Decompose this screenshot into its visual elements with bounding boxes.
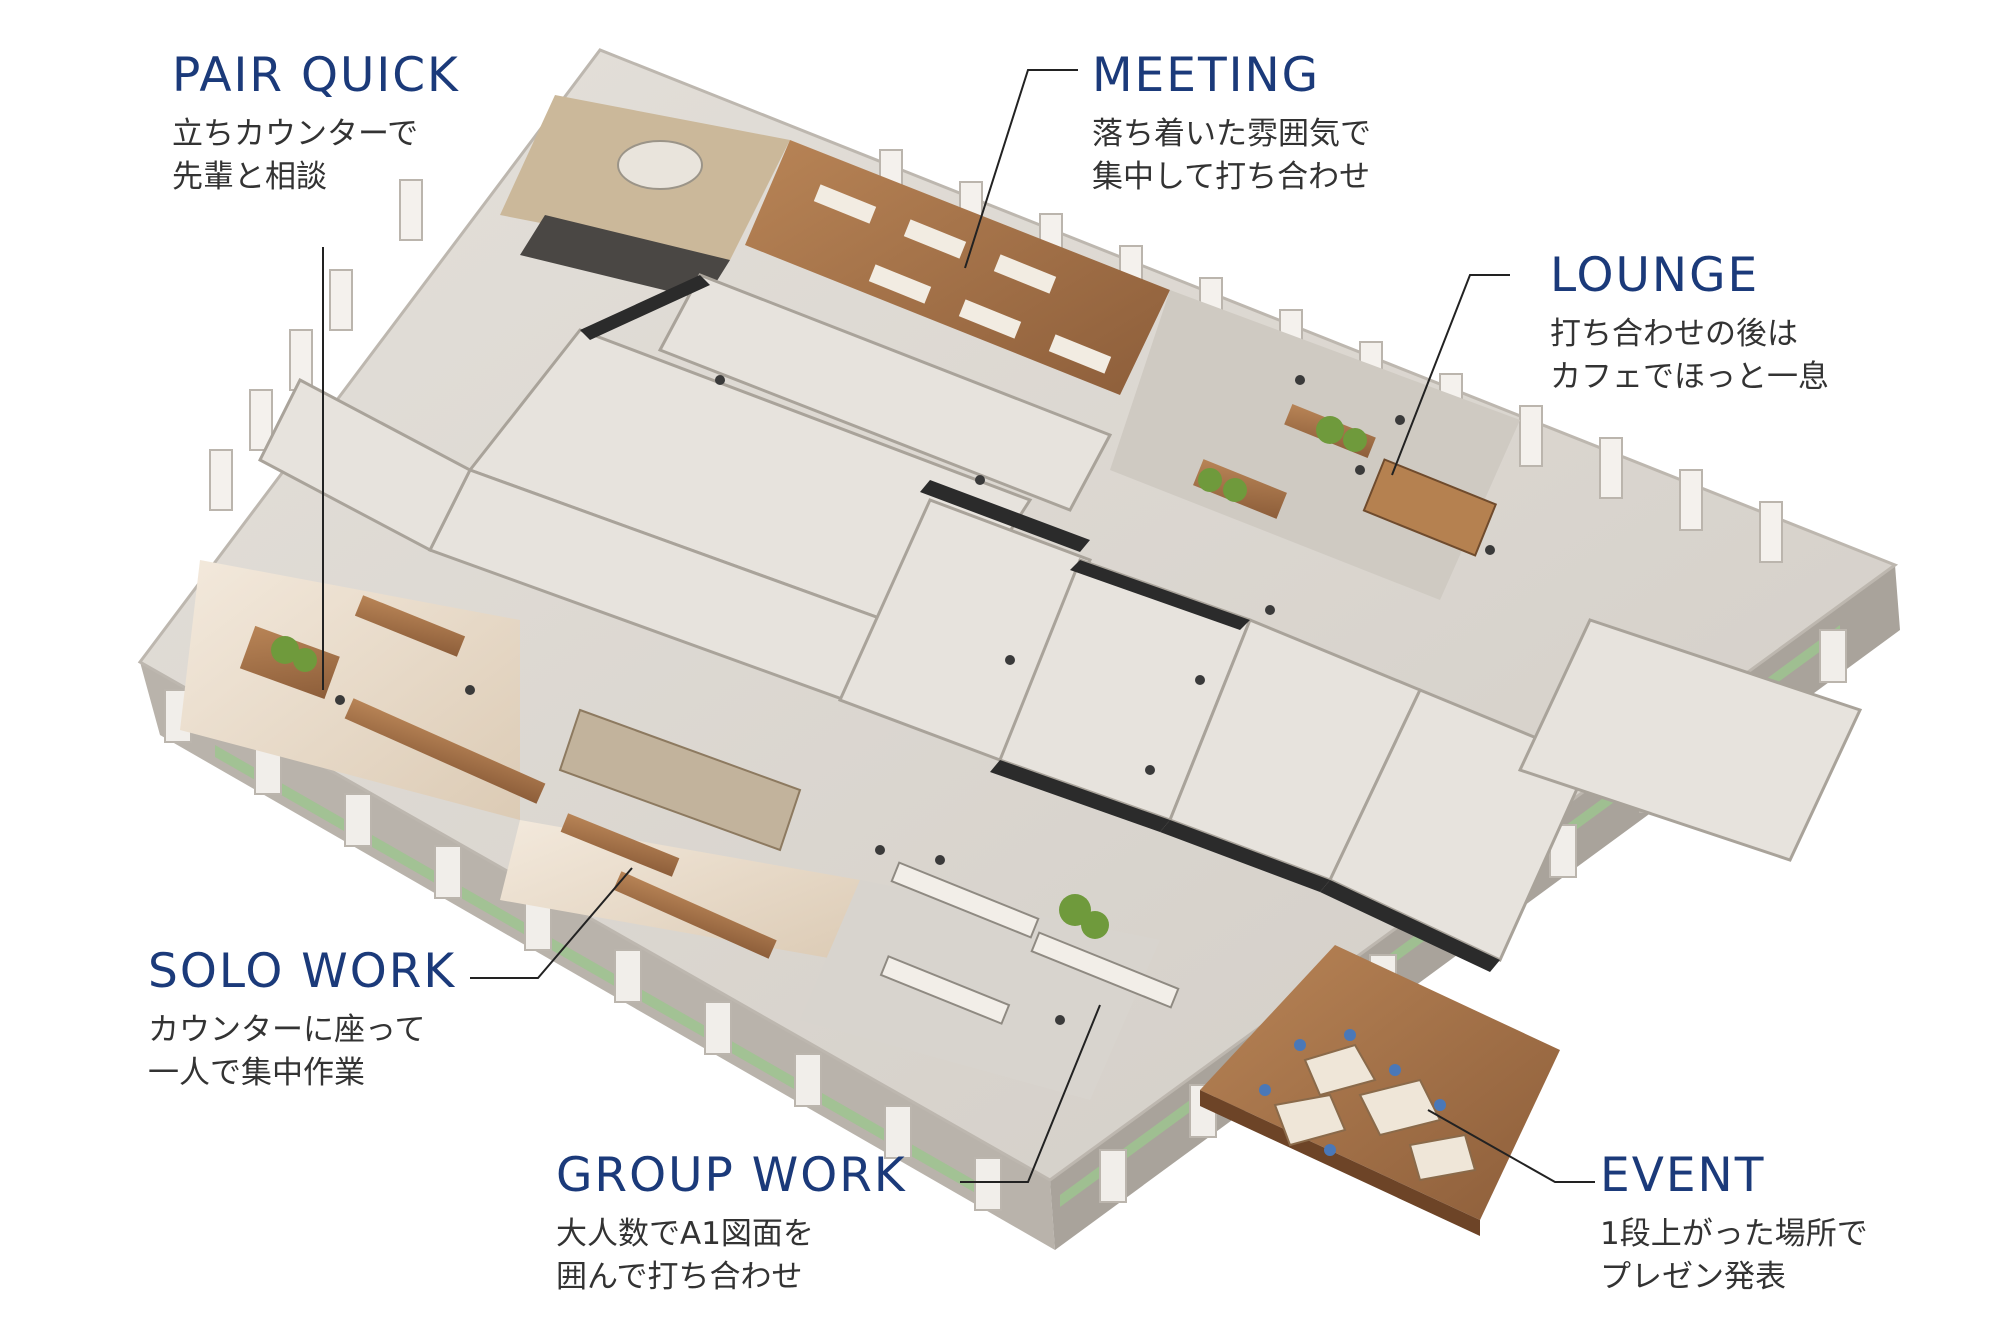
event-area <box>1200 945 1560 1236</box>
callout-title: MEETING <box>1092 48 1321 103</box>
callout-meeting: MEETING 落ち着いた雰囲気で 集中して打ち合わせ <box>1092 52 1371 199</box>
callout-line: カウンターに座って <box>148 1012 426 1048</box>
callout-pair-quick: PAIR QUICK 立ちカウンターで 先輩と相談 <box>172 52 460 199</box>
pair-quick-area <box>180 560 546 820</box>
callout-lounge: LOUNGE 打ち合わせの後は カフェでほっと一息 <box>1550 252 1829 399</box>
leader-solo-work <box>470 867 633 979</box>
callout-text: 立ちカウンターで 先輩と相談 <box>172 113 460 199</box>
leader-group-work <box>960 1004 1101 1183</box>
callout-text: 打ち合わせの後は カフェでほっと一息 <box>1550 313 1829 399</box>
callout-line: 大人数でA1図面を <box>556 1216 814 1252</box>
leader-meeting <box>964 69 1078 269</box>
callout-line: 一人で集中作業 <box>148 1055 365 1091</box>
callout-line: 囲んで打ち合わせ <box>556 1259 803 1295</box>
meeting-area <box>745 140 1170 395</box>
callout-line: 打ち合わせの後は <box>1550 316 1798 352</box>
wall-caps <box>580 275 1500 972</box>
round-meeting-room <box>500 95 790 300</box>
callout-line: 集中して打ち合わせ <box>1092 159 1371 195</box>
room-blocks <box>258 273 1863 963</box>
callout-title: SOLO WORK <box>148 944 457 999</box>
people <box>335 375 1495 1025</box>
callout-line: 落ち着いた雰囲気で <box>1092 116 1371 152</box>
callout-line: 先輩と相談 <box>172 159 327 195</box>
callout-line: 立ちカウンターで <box>172 116 419 152</box>
callout-title: GROUP WORK <box>556 1148 907 1203</box>
group-work-area <box>800 861 1180 1100</box>
callout-line: プレゼン発表 <box>1600 1259 1786 1295</box>
callout-text: カウンターに座って 一人で集中作業 <box>148 1009 456 1095</box>
callout-text: 落ち着いた雰囲気で 集中して打ち合わせ <box>1092 113 1371 199</box>
leader-event <box>1427 1109 1595 1183</box>
callout-title: PAIR QUICK <box>172 48 460 103</box>
callout-group-work: GROUP WORK 大人数でA1図面を 囲んで打ち合わせ <box>556 1152 907 1299</box>
callout-title: LOUNGE <box>1550 248 1760 303</box>
solo-work-area <box>500 708 860 960</box>
callout-text: 大人数でA1図面を 囲んで打ち合わせ <box>556 1213 907 1299</box>
callout-line: 1段上がった場所で <box>1600 1216 1868 1252</box>
callout-title: EVENT <box>1600 1148 1766 1203</box>
callout-line: カフェでほっと一息 <box>1550 359 1829 395</box>
callout-text: 1段上がった場所で プレゼン発表 <box>1600 1213 1868 1299</box>
callout-solo-work: SOLO WORK カウンターに座って 一人で集中作業 <box>148 948 456 1095</box>
lounge-area <box>1110 290 1520 600</box>
leader-lines <box>322 69 1595 1183</box>
leader-lounge <box>1391 274 1510 476</box>
callout-event: EVENT 1段上がった場所で プレゼン発表 <box>1600 1152 1868 1299</box>
